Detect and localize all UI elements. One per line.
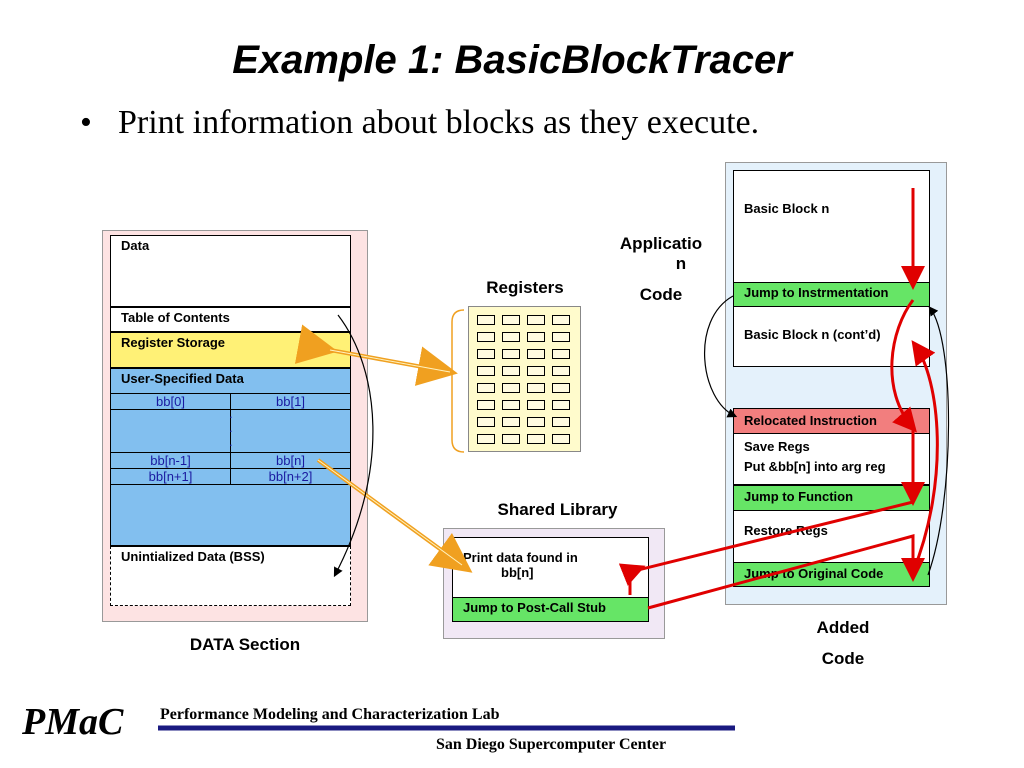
basic-block-cont-label: Basic Block n (cont’d) — [744, 327, 881, 342]
register-cell — [527, 349, 545, 359]
register-file — [468, 306, 581, 452]
ellipsis-dot: . — [229, 406, 233, 421]
application-label-3: Code — [639, 285, 683, 304]
register-cell — [502, 315, 520, 325]
user-data-label: User-Specified Data — [121, 371, 244, 386]
register-cell — [527, 332, 545, 342]
save-regs-label: Save Regs — [744, 439, 810, 454]
application-label-2: n — [675, 254, 687, 273]
bss-label: Unintialized Data (BSS) — [121, 549, 265, 564]
register-cell — [477, 315, 495, 325]
jump-instrumentation-label: Jump to Instrmentation — [744, 285, 889, 300]
jump-original-label: Jump to Original Code — [744, 566, 884, 581]
slide-title: Example 1: BasicBlockTracer — [232, 38, 792, 82]
register-cell — [552, 417, 570, 427]
jump-post-call-label: Jump to Post-Call Stub — [463, 600, 606, 615]
jump-post-call-box: Jump to Post-Call Stub — [452, 597, 649, 622]
data-section-label: DATA Section — [189, 635, 301, 654]
register-cell — [552, 332, 570, 342]
relocated-instruction-label: Relocated Instruction — [744, 413, 877, 428]
register-cell — [527, 383, 545, 393]
register-bracket — [451, 309, 465, 453]
register-cell — [552, 366, 570, 376]
register-cell — [552, 383, 570, 393]
register-cell — [502, 400, 520, 410]
toc-label: Table of Contents — [121, 310, 230, 325]
bb-cell: bb[n+2] — [230, 468, 351, 485]
register-cell — [477, 366, 495, 376]
jump-original-curve — [927, 306, 950, 576]
register-cell — [502, 332, 520, 342]
save-regs-box: Save Regs Put &bb[n] into arg reg — [733, 433, 930, 485]
register-cell — [552, 400, 570, 410]
register-cell — [552, 315, 570, 325]
data-box: Data — [110, 235, 351, 307]
put-bb-label: Put &bb[n] into arg reg — [744, 459, 886, 474]
register-cell — [527, 366, 545, 376]
register-cell — [477, 383, 495, 393]
register-cell — [527, 315, 545, 325]
print-data-box: Print data found in bb[n] — [452, 537, 649, 598]
register-cell — [527, 417, 545, 427]
print-line-1: Print data found in — [463, 550, 578, 565]
flow-arrow-to-relocated — [890, 299, 917, 433]
register-storage-label: Register Storage — [121, 335, 226, 350]
jump-function-label: Jump to Function — [744, 489, 854, 504]
flow-arrow-back — [911, 340, 939, 573]
bullet-text: Print information about blocks as they e… — [118, 104, 760, 141]
register-cell — [552, 434, 570, 444]
bullet-marker: • — [80, 104, 92, 141]
shared-library-label: Shared Library — [497, 500, 618, 519]
registers-label: Registers — [486, 278, 564, 297]
data-label: Data — [121, 238, 150, 253]
bss-box: Unintialized Data (BSS) — [110, 546, 351, 606]
pmac-logo: PMaC — [22, 701, 124, 743]
register-cell — [477, 332, 495, 342]
ellipsis-dot: . — [229, 434, 233, 449]
register-cell — [477, 417, 495, 427]
register-cell — [502, 417, 520, 427]
data-section-curve — [333, 314, 374, 578]
register-cell — [527, 434, 545, 444]
flow-arrow-return — [647, 534, 925, 610]
basic-block-n-label: Basic Block n — [744, 201, 830, 216]
added-code-label-1: Added — [816, 618, 870, 637]
register-cell — [502, 366, 520, 376]
jump-instr-curve — [703, 295, 738, 418]
application-label-1: Applicatio — [619, 234, 703, 253]
lab-name: Performance Modeling and Characterizatio… — [160, 706, 500, 723]
register-cell — [477, 349, 495, 359]
basic-block-n-box: Basic Block n — [733, 170, 930, 283]
print-line-2: bb[n] — [501, 565, 534, 580]
register-cell — [502, 434, 520, 444]
register-cell — [477, 434, 495, 444]
register-cell — [502, 349, 520, 359]
register-cell — [502, 383, 520, 393]
register-cell — [552, 349, 570, 359]
center-name: San Diego Supercomputer Center — [436, 736, 667, 753]
register-cell — [477, 400, 495, 410]
register-cell — [527, 400, 545, 410]
ellipsis-dot: . — [229, 420, 233, 435]
added-code-label-2: Code — [821, 649, 865, 668]
